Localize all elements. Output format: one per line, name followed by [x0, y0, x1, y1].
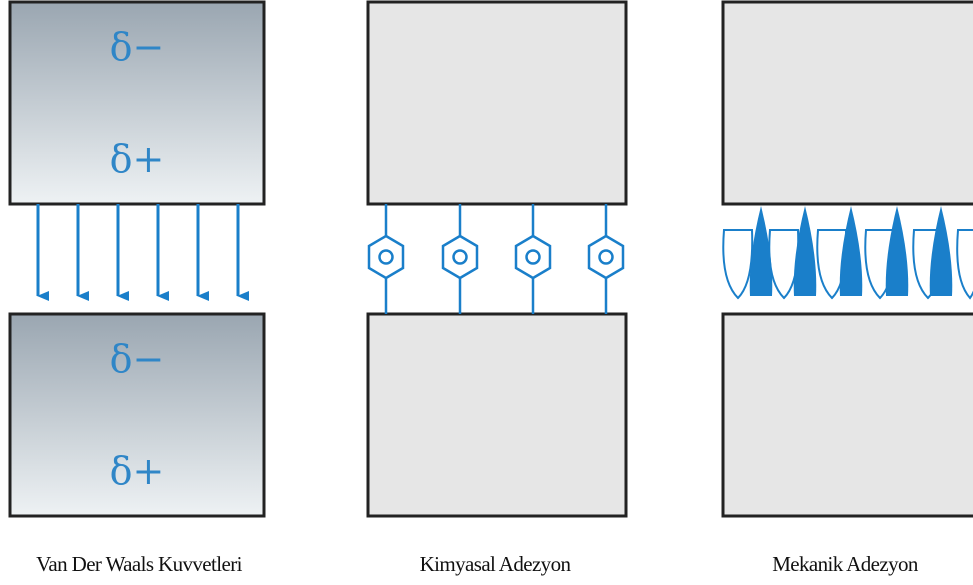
chem-bottom-block: [366, 312, 628, 518]
vdw-top-charge-negative: δ−: [110, 25, 165, 69]
caption-chemical-adhesion: Kimyasal Adezyon: [419, 552, 571, 576]
vdw-top-charge-positive: δ+: [110, 137, 165, 181]
caption-van-der-waals: Van Der Waals Kuvvetleri: [36, 552, 242, 576]
molecule-bonds: [367, 204, 625, 314]
solid-tooth-1: [749, 206, 773, 296]
molecule-bond-3: [514, 204, 552, 314]
caption-mechanical-adhesion: Mekanik Adezyon: [772, 552, 918, 576]
solid-tooth-4: [885, 206, 909, 296]
vdw-arrows: [36, 204, 249, 301]
chemical-adhesion-panel: [366, 0, 628, 518]
vdw-bottom-charge-negative: δ−: [110, 337, 165, 381]
mech-top-block: [721, 0, 973, 206]
interlock-down-teeth: [722, 229, 973, 300]
solid-tooth-3: [839, 206, 863, 296]
hollow-tooth-6: [956, 229, 973, 300]
hollow-tooth-1: [722, 229, 754, 300]
molecule-bond-2: [441, 204, 479, 314]
vdw-top-block: [8, 0, 266, 206]
molecule-bond-4: [587, 204, 625, 314]
solid-tooth-5: [929, 206, 953, 296]
van-der-waals-panel: δ− δ+ δ− δ+: [8, 0, 266, 518]
solid-tooth-2: [793, 206, 817, 296]
mech-bottom-block: [721, 312, 973, 518]
interlock-up-teeth: [749, 206, 953, 296]
vdw-bottom-charge-positive: δ+: [110, 449, 165, 493]
mechanical-adhesion-panel: [721, 0, 973, 518]
molecule-bond-1: [367, 204, 405, 314]
vdw-bottom-block: [8, 312, 266, 518]
chem-top-block: [366, 0, 628, 206]
